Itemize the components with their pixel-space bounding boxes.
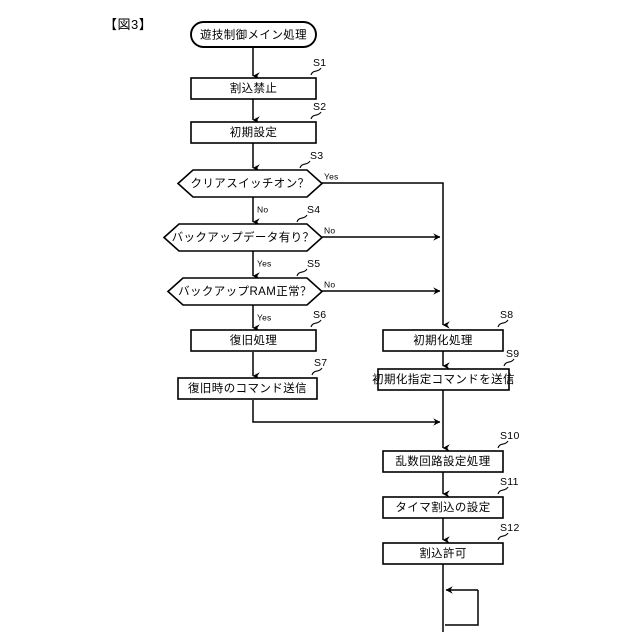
node-s7: 復旧時のコマンド送信 S7	[177, 357, 327, 400]
s11-box-shape	[382, 496, 504, 519]
node-s10: 乱数回路設定処理 S10	[382, 430, 520, 473]
node-s5: バックアップRAM正常？ S5 No Yes	[166, 258, 335, 322]
s10-box-shape	[382, 450, 504, 473]
s9-box-label: 初期化指定コマンドを送信	[372, 372, 515, 386]
s6-box-label: 復旧処理	[230, 333, 278, 347]
s9-box-shape	[377, 368, 510, 391]
connector-layer	[252, 46, 479, 632]
s4-decision-label: バックアップデータ有り？	[172, 230, 315, 244]
connector-s7-to-right-rail	[252, 400, 441, 426]
node-s2: 初期設定 S2	[190, 101, 326, 144]
s5-yes-branch-label: Yes	[257, 312, 271, 322]
s4-decision-shape	[162, 223, 324, 252]
s2-step-label: S2	[313, 101, 326, 113]
node-s11: タイマ割込の設定 S11	[382, 476, 519, 519]
s11-step-label: S11	[500, 476, 519, 488]
s12-box-shape	[382, 542, 504, 565]
node-s4: バックアップデータ有り？ S4 No Yes	[162, 204, 335, 268]
s5-decision-shape	[166, 277, 324, 306]
s1-box-label: 割込禁止	[230, 81, 278, 95]
s5-step-label: S5	[307, 258, 320, 270]
s3-yes-branch-label: Yes	[324, 171, 338, 181]
start-terminator-label: 遊技制御メイン処理	[200, 28, 307, 42]
s2-box-shape	[190, 121, 317, 144]
s7-step-label: S7	[314, 357, 327, 369]
node-s8: 初期化処理 S8	[382, 309, 513, 352]
s1-box-shape	[190, 77, 317, 100]
node-s1: 割込禁止 S1	[190, 57, 326, 100]
connector-s3-yes-to-right-rail	[322, 182, 450, 329]
s1-step-label: S1	[313, 57, 326, 69]
s6-box-shape	[190, 329, 317, 352]
node-s9: 初期化指定コマンドを送信 S9	[372, 348, 519, 391]
s4-no-branch-label: No	[324, 225, 335, 235]
s5-no-branch-label: No	[324, 279, 335, 289]
node-s6: 復旧処理 S6	[190, 309, 326, 352]
s5-decision-label: バックアップRAM正常？	[178, 285, 312, 298]
node-s3: クリアスイッチオン？ S3 Yes No	[176, 150, 338, 214]
s8-box-label: 初期化処理	[413, 333, 473, 347]
s8-step-label: S8	[500, 309, 513, 321]
s12-step-label: S12	[500, 522, 520, 534]
s11-box-label: タイマ割込の設定	[395, 500, 490, 514]
s2-box-label: 初期設定	[230, 125, 278, 139]
s6-step-label: S6	[313, 309, 326, 321]
s3-decision-shape	[176, 169, 324, 198]
s7-box-shape	[177, 377, 318, 400]
node-s12: 割込許可 S12	[382, 522, 520, 565]
s12-box-label: 割込許可	[419, 546, 467, 560]
s3-decision-label: クリアスイッチオン？	[191, 177, 310, 190]
connector-loop-back-path	[445, 590, 479, 626]
s4-yes-branch-label: Yes	[257, 258, 271, 268]
node-start: 遊技制御メイン処理	[190, 21, 317, 48]
s3-no-branch-label: No	[257, 204, 268, 214]
s4-step-label: S4	[307, 204, 320, 216]
s10-box-label: 乱数回路設定処理	[395, 454, 490, 468]
s10-step-label: S10	[500, 430, 520, 442]
s9-step-label: S9	[506, 348, 519, 360]
s7-box-label: 復旧時のコマンド送信	[188, 381, 307, 395]
figure-number-label: 【図3】	[104, 17, 153, 32]
s3-step-label: S3	[310, 150, 323, 162]
s8-box-shape	[382, 329, 504, 352]
start-terminator-shape	[190, 21, 317, 48]
